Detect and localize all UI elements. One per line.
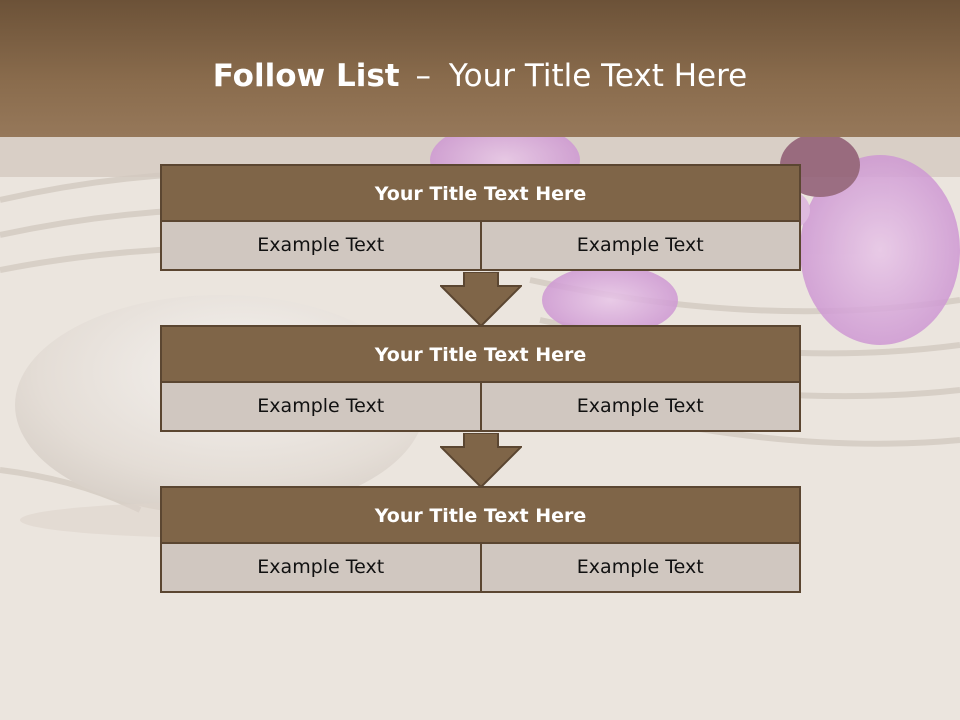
list-block-1: Your Title Text Here Example Text Exampl… bbox=[160, 164, 801, 271]
list-block-2: Your Title Text Here Example Text Exampl… bbox=[160, 325, 801, 432]
block-cell-right: Example Text bbox=[479, 544, 800, 591]
block-title: Your Title Text Here bbox=[162, 488, 799, 544]
block-cell-left: Example Text bbox=[257, 234, 385, 256]
block-cells: Example Text Example Text bbox=[162, 222, 799, 269]
block-cell-left: Example Text bbox=[257, 556, 385, 578]
block-title: Your Title Text Here bbox=[162, 166, 799, 222]
list-block-3: Your Title Text Here Example Text Exampl… bbox=[160, 486, 801, 593]
block-cells: Example Text Example Text bbox=[162, 383, 799, 430]
slide-title-separator: – bbox=[415, 58, 431, 94]
block-title: Your Title Text Here bbox=[162, 327, 799, 383]
down-arrow-icon bbox=[440, 272, 522, 327]
block-cell-right: Example Text bbox=[479, 383, 800, 430]
down-arrow-icon bbox=[440, 433, 522, 488]
slide-title-rest: Your Title Text Here bbox=[448, 58, 748, 94]
block-cell-right: Example Text bbox=[479, 222, 800, 269]
slide-title: Follow List – Your Title Text Here bbox=[0, 54, 960, 98]
block-cell-left: Example Text bbox=[257, 395, 385, 417]
title-bar: Follow List – Your Title Text Here bbox=[0, 0, 960, 137]
block-cells: Example Text Example Text bbox=[162, 544, 799, 591]
slide-title-bold: Follow List bbox=[212, 58, 400, 94]
